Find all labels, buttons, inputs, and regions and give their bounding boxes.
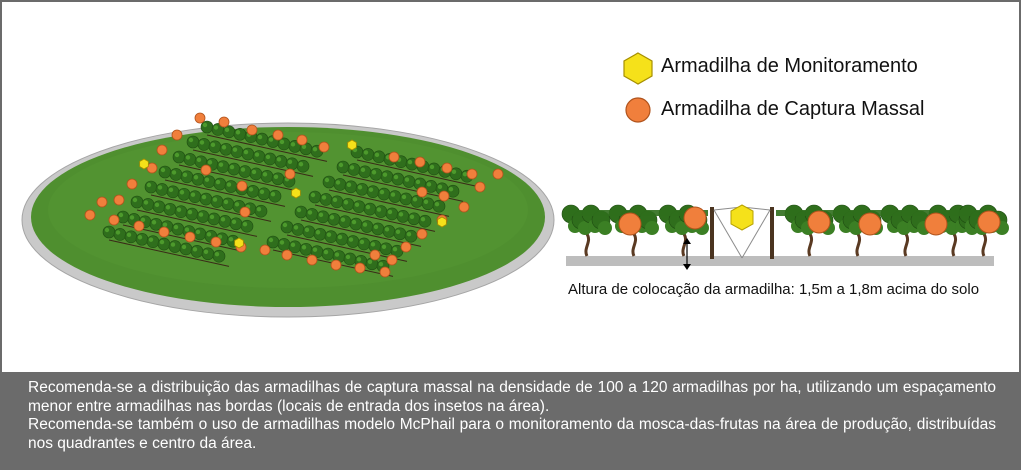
mass-capture-trap	[210, 236, 222, 248]
mass-capture-trap	[133, 220, 145, 232]
mass-capture-trap	[246, 124, 258, 136]
monitoring-trap	[437, 216, 447, 228]
mass-capture-trap	[184, 231, 196, 243]
mass-capture-trap	[416, 186, 428, 198]
mass-capture-trap	[171, 129, 183, 141]
mass-capture-trap	[96, 196, 108, 208]
mass-capture-trap	[492, 168, 504, 180]
orchard-row	[130, 195, 258, 237]
mass-capture-trap	[441, 162, 453, 174]
orchard-row	[102, 225, 230, 267]
mass-capture-trap	[386, 254, 398, 266]
mass-capture-trap	[84, 209, 96, 221]
monitoring-trap	[347, 139, 357, 151]
orchard-row	[308, 190, 436, 232]
mass-capture-trap-side	[807, 210, 831, 234]
mass-capture-trap	[218, 116, 230, 128]
mass-capture-trap	[414, 156, 426, 168]
side-tree	[880, 204, 931, 257]
orchard-row	[200, 120, 328, 162]
mass-capture-trap	[296, 134, 308, 146]
mass-capture-trap	[330, 259, 342, 271]
orchard-traps	[84, 112, 504, 278]
orchard-row	[266, 235, 394, 277]
orchard-row	[322, 175, 450, 217]
orchard-row	[350, 145, 478, 187]
mass-capture-trap	[156, 144, 168, 156]
mass-capture-trap	[281, 249, 293, 261]
post-right	[770, 207, 774, 259]
orchard-row	[280, 220, 408, 262]
mass-capture-trap	[388, 151, 400, 163]
mass-capture-trap	[400, 241, 412, 253]
orchard-row	[172, 150, 300, 192]
mass-capture-trap	[369, 249, 381, 261]
orchard-illustration	[21, 52, 1009, 318]
mass-capture-trap	[113, 194, 125, 206]
orchard-row	[294, 205, 422, 247]
mass-capture-trap	[474, 181, 486, 193]
mass-capture-trap	[284, 168, 296, 180]
legend-monitoring-label: Armadilha de Monitoramento	[661, 55, 918, 77]
legend-mass-capture-label: Armadilha de Captura Massal	[661, 98, 925, 120]
mass-capture-trap-side	[683, 206, 707, 230]
trap-height-side-view	[561, 204, 1009, 270]
mass-capture-trap-side	[977, 210, 1001, 234]
ground-strip	[566, 256, 994, 266]
mass-capture-trap	[354, 262, 366, 274]
mass-capture-trap	[379, 266, 391, 278]
mass-capture-trap	[466, 168, 478, 180]
field-plot	[21, 122, 555, 318]
mass-capture-trap	[126, 178, 138, 190]
mass-capture-trap	[158, 226, 170, 238]
mass-capture-trap	[438, 190, 450, 202]
mass-capture-trap	[416, 228, 428, 240]
height-arrow	[683, 238, 691, 270]
post-left	[710, 207, 714, 259]
orchard-rows	[102, 120, 478, 277]
footer-paragraph-2: Recomenda-se também o uso de armadilhas …	[28, 416, 996, 452]
mass-capture-trap-side	[858, 212, 882, 236]
monitoring-trap	[139, 158, 149, 170]
trap-height-caption: Altura de colocação da armadilha: 1,5m a…	[568, 281, 980, 298]
monitoring-trap	[234, 237, 244, 249]
mass-capture-trap	[200, 164, 212, 176]
mass-capture-trap	[306, 254, 318, 266]
mass-capture-trap	[239, 206, 251, 218]
footer-text: Recomenda-se a distribuição das armadilh…	[28, 379, 996, 453]
mass-capture-trap	[458, 201, 470, 213]
mass-capture-trap-side	[618, 212, 642, 236]
mass-capture-trap	[318, 141, 330, 153]
mass-capture-trap	[236, 180, 248, 192]
orchard-row	[186, 135, 314, 177]
mass-capture-trap	[272, 129, 284, 141]
mass-capture-trap	[194, 112, 206, 124]
illustration-panel: Armadilha de Monitoramento Armadilha de …	[2, 2, 1019, 372]
footer-paragraph-1: Recomenda-se a distribuição das armadilh…	[28, 379, 996, 415]
monitoring-trap-side	[730, 204, 754, 231]
mass-capture-trap	[108, 214, 120, 226]
monitoring-trap	[291, 187, 301, 199]
monitoring-trap-legend-icon	[623, 52, 653, 85]
mass-capture-trap	[259, 244, 271, 256]
mass-capture-trap	[146, 162, 158, 174]
mass-capture-trap-side	[924, 212, 948, 236]
mass-capture-trap-legend-icon	[625, 97, 651, 123]
